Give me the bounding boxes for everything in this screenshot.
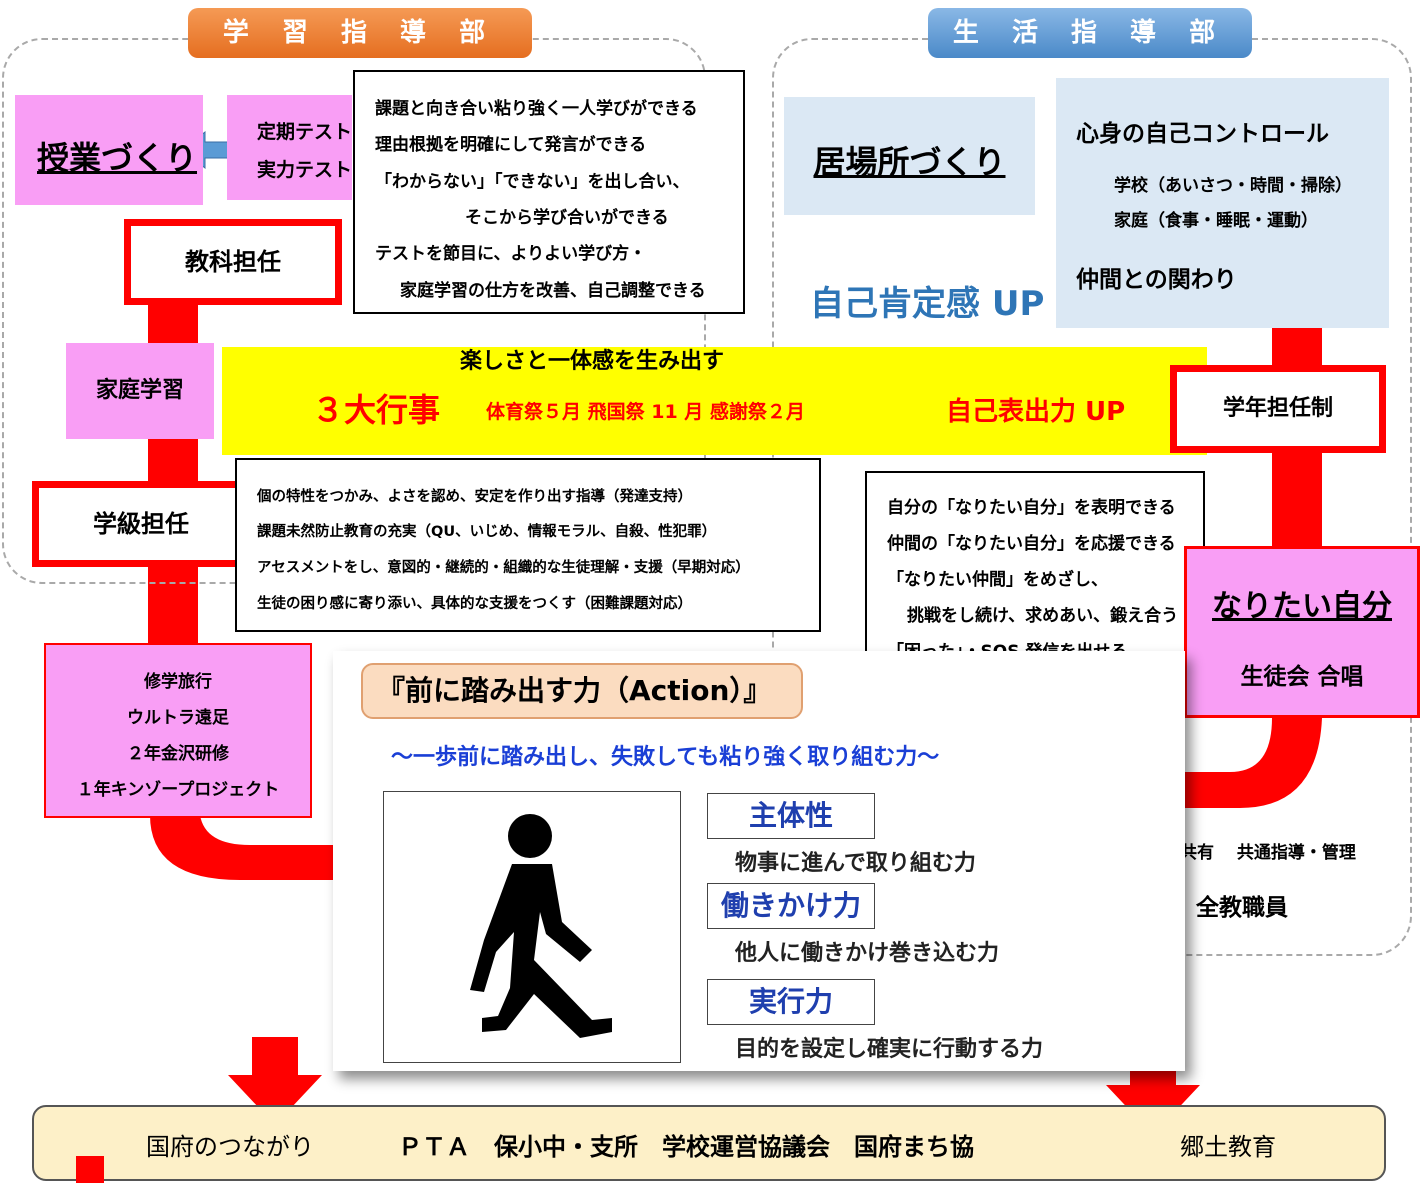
trip-1: 修学旅行 <box>144 672 212 692</box>
guidance-1: 個の特性をつかみ、よさを認め、安定を作り出す指導（発達支持） <box>257 489 692 505</box>
regular-test: 定期テスト <box>257 121 353 143</box>
action-title: 『前に踏み出す力（Action）』 <box>361 663 803 719</box>
ability-label-2: 働きかけ力 <box>707 883 875 929</box>
student-goal-2: 仲間の「なりたい自分」を応援できる <box>887 534 1176 554</box>
community-bar: 国府のつながり ＰＴＡ 保小中・支所 学校運営協議会 国府まち協 郷土教育 <box>32 1105 1386 1181</box>
ideal-self-label: なりたい自分 <box>1212 589 1392 624</box>
ability-desc-3: 目的を設定し確実に行動する力 <box>735 1037 1044 1062</box>
trips-box: 修学旅行 ウルトラ遠足 ２年金沢研修 １年キンゾープロジェクト <box>44 643 312 818</box>
trip-4: １年キンゾープロジェクト <box>76 780 280 800</box>
home-study-box: 家庭学習 <box>66 343 214 439</box>
home-habits: 家庭（食事・睡眠・運動） <box>1114 211 1318 231</box>
expression-up: 自己表出力 UP <box>946 397 1126 427</box>
lesson-box: 授業づくり <box>15 95 203 205</box>
guidance-box: 個の特性をつかみ、よさを認め、安定を作り出す指導（発達支持） 課題未然防止教育の… <box>235 458 821 632</box>
left-red-path-3 <box>148 562 198 652</box>
place-box: 居場所づくり <box>784 97 1035 215</box>
enjoy-text: 楽しさと一体感を生み出す <box>460 349 725 374</box>
learning-goal-4: そこから学び合いができる <box>465 208 669 228</box>
community-orgs: ＰＴＡ 保小中・支所 学校運営協議会 国府まち協 <box>398 1133 974 1161</box>
life-dept-header: 生 活 指 導 部 <box>928 8 1252 58</box>
learning-goal-2: 理由根拠を明確にして発言ができる <box>375 135 647 155</box>
guidance-3: アセスメントをし、意図的・継続的・組織的な生徒理解・支援（早期対応） <box>257 560 750 576</box>
tests-box: 定期テスト 実力テスト <box>227 95 352 200</box>
council-chorus: 生徒会 合唱 <box>1240 664 1364 690</box>
local-education: 郷土教育 <box>1180 1133 1276 1161</box>
learning-dept-header: 学 習 指 導 部 <box>188 8 532 58</box>
control-title: 心身の自己コントロール <box>1076 121 1329 147</box>
student-goal-4: 挑戦をし続け、求めあい、鍛え合う <box>907 606 1179 626</box>
ability-label-1: 主体性 <box>707 793 875 839</box>
left-red-path-2 <box>148 436 198 486</box>
guidance-2: 課題未然防止教育の充実（QU、いじめ、情報モラル、自殺、性犯罪） <box>257 524 717 540</box>
learning-goal-5: テストを節目に、よりよい学び方・ <box>375 244 647 264</box>
student-goal-3: 「なりたい仲間」をめざし、 <box>887 570 1108 590</box>
learning-goal-3: 「わからない」「できない」を出し合い、 <box>375 172 690 192</box>
right-red-path-1 <box>1272 326 1322 370</box>
red-square-marker <box>76 1156 104 1183</box>
student-goal-1: 自分の「なりたい自分」を表明できる <box>887 498 1176 518</box>
place-label: 居場所づくり <box>813 143 1006 181</box>
grade-system-box: 学年担任制 <box>1170 365 1386 453</box>
action-subtitle: ～一歩前に踏み出し、失敗しても粘り強く取り組む力～ <box>391 745 940 770</box>
trip-2: ウルトラ遠足 <box>127 708 229 728</box>
down-arrow-right <box>1106 1055 1200 1135</box>
learning-goals-box: 課題と向き合い粘り強く一人学びができる 理由根拠を明確にして発言ができる 「わか… <box>353 70 745 314</box>
action-panel: 『前に踏み出す力（Action）』 ～一歩前に踏み出し、失敗しても粘り強く取り組… <box>333 651 1185 1071</box>
walking-person-icon <box>470 814 612 1038</box>
homeroom-teacher-box: 学級担任 <box>32 481 250 567</box>
events-list: 体育祭５月 飛国祭 11 月 感謝祭２月 <box>486 401 805 423</box>
info-sharing: 情報共有 共通指導・管理 <box>1146 843 1356 863</box>
subject-teacher-box: 教科担任 <box>124 219 342 305</box>
ideal-self-box: なりたい自分 生徒会 合唱 <box>1184 546 1420 718</box>
all-staff: 全教職員 <box>1196 895 1288 921</box>
ability-test: 実力テスト <box>257 159 353 181</box>
self-esteem-up: 自己肯定感 UP <box>810 284 1045 324</box>
trip-3: ２年金沢研修 <box>127 744 229 764</box>
ability-desc-1: 物事に進んで取り組む力 <box>735 851 976 876</box>
ability-desc-2: 他人に働きかけ巻き込む力 <box>735 941 1000 966</box>
walking-figure-frame <box>383 791 681 1063</box>
learning-goal-1: 課題と向き合い粘り強く一人学びができる <box>375 99 698 119</box>
control-box: 心身の自己コントロール 学校（あいさつ・時間・掃除） 家庭（食事・睡眠・運動） … <box>1056 78 1389 328</box>
school-habits: 学校（あいさつ・時間・掃除） <box>1114 176 1352 196</box>
kokufu-connection: 国府のつながり <box>146 1133 314 1161</box>
down-arrow-left <box>228 1037 322 1125</box>
events-title: ３大行事 <box>312 391 441 429</box>
lesson-label: 授業づくり <box>37 139 198 177</box>
guidance-4: 生徒の困り感に寄り添い、具体的な支援をつくす（困難課題対応） <box>257 596 692 612</box>
learning-goal-6: 家庭学習の仕方を改善、自己調整できる <box>400 281 706 301</box>
peer-relations: 仲間との関わり <box>1076 267 1237 293</box>
student-goals-box: 自分の「なりたい自分」を表明できる 仲間の「なりたい自分」を応援できる 「なりた… <box>865 471 1205 667</box>
ability-label-3: 実行力 <box>707 979 875 1025</box>
events-band: 楽しさと一体感を生み出す ３大行事 体育祭５月 飛国祭 11 月 感謝祭２月 自… <box>222 347 1207 455</box>
right-red-path-2 <box>1272 450 1322 550</box>
